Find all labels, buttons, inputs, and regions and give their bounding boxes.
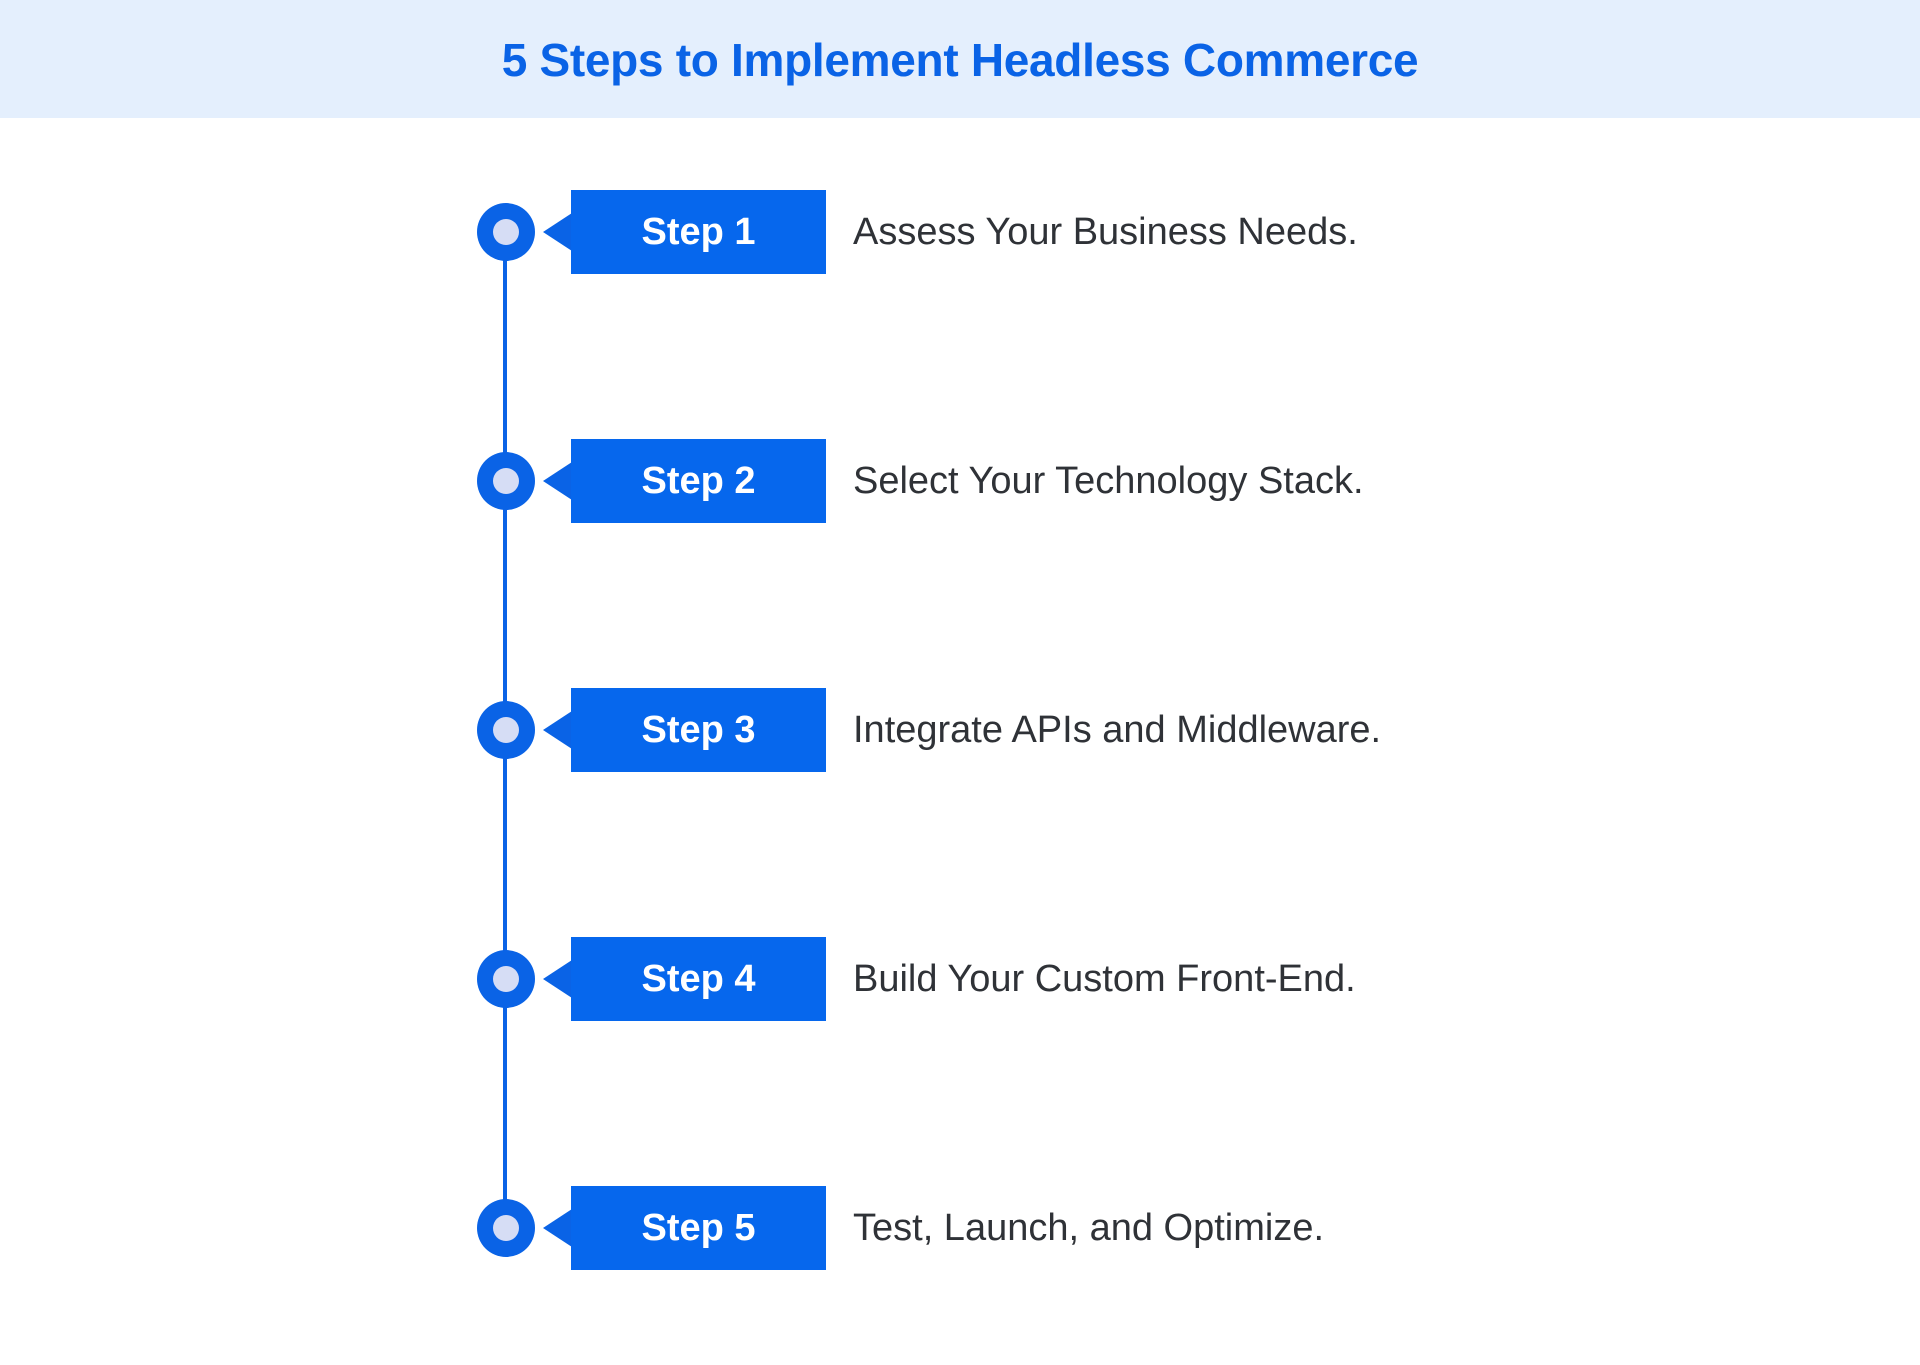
timeline-step-4: Step 4 Build Your Custom Front-End. [0, 937, 1920, 1021]
timeline-node-icon [477, 950, 535, 1008]
timeline-node-icon [477, 1199, 535, 1257]
step-label: Step 1 [641, 210, 756, 253]
timeline-step-2: Step 2 Select Your Technology Stack. [0, 439, 1920, 523]
diagram-title: 5 Steps to Implement Headless Commerce [501, 34, 1419, 86]
timeline-step-5: Step 5 Test, Launch, and Optimize. [0, 1186, 1920, 1270]
pointer-arrow-icon [543, 960, 572, 998]
step-label: Step 3 [641, 708, 756, 751]
timeline-node-icon [477, 701, 535, 759]
pointer-arrow-icon [543, 1209, 572, 1247]
step-badge: Step 4 [571, 937, 826, 1021]
step-description: Select Your Technology Stack. [853, 459, 1364, 502]
timeline-node-center [493, 1215, 519, 1241]
step-label: Step 2 [641, 459, 756, 502]
pointer-arrow-icon [543, 711, 572, 749]
step-badge: Step 2 [571, 439, 826, 523]
step-description: Test, Launch, and Optimize. [853, 1206, 1325, 1249]
timeline-node-center [493, 966, 519, 992]
pointer-arrow-icon [543, 462, 572, 500]
step-label: Step 5 [641, 1206, 756, 1249]
step-badge: Step 5 [571, 1186, 826, 1270]
timeline-step-1: Step 1 Assess Your Business Needs. [0, 190, 1920, 274]
timeline-node-center [493, 219, 519, 245]
timeline-node-icon [477, 452, 535, 510]
timeline-step-3: Step 3 Integrate APIs and Middleware. [0, 688, 1920, 772]
step-description: Integrate APIs and Middleware. [853, 708, 1382, 751]
pointer-arrow-icon [543, 213, 572, 251]
timeline-node-icon [477, 203, 535, 261]
step-label: Step 4 [641, 957, 756, 1000]
timeline-node-center [493, 717, 519, 743]
title-banner: 5 Steps to Implement Headless Commerce [0, 0, 1920, 118]
step-description: Build Your Custom Front-End. [853, 957, 1356, 1000]
timeline-node-center [493, 468, 519, 494]
step-badge: Step 3 [571, 688, 826, 772]
step-description: Assess Your Business Needs. [853, 210, 1358, 253]
step-badge: Step 1 [571, 190, 826, 274]
